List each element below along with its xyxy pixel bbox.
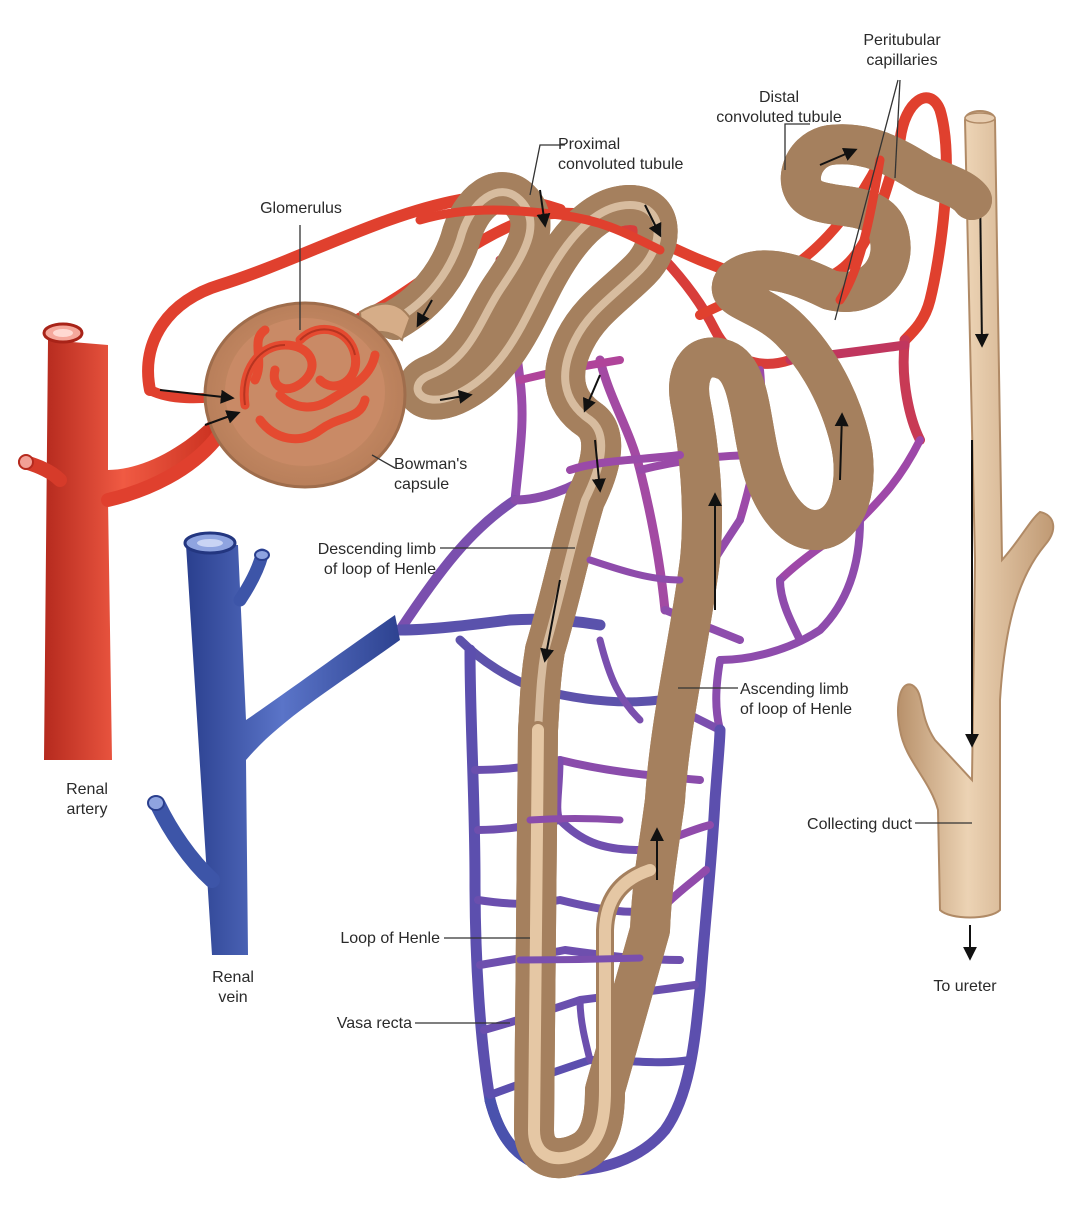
- label-line: Descending limb: [317, 541, 436, 558]
- label-loop-of-henle: Loop of Henle: [300, 929, 440, 949]
- label-line: convoluted tubule: [558, 156, 684, 173]
- label-glomerulus: Glomerulus: [236, 199, 366, 219]
- label-vasa-recta: Vasa recta: [300, 1014, 412, 1034]
- label-distal-convoluted-tubule: Distal convoluted tubule: [694, 88, 864, 128]
- label-renal-vein: Renal vein: [186, 968, 280, 1008]
- label-line: capsule: [394, 476, 450, 493]
- label-line: Loop of Henle: [340, 930, 440, 947]
- label-proximal-convoluted-tubule: Proximal convoluted tubule: [558, 135, 728, 175]
- label-line: of loop of Henle: [740, 701, 853, 718]
- label-line: Bowman's: [394, 456, 468, 473]
- label-renal-artery: Renal artery: [40, 780, 134, 820]
- label-line: of loop of Henle: [323, 561, 436, 578]
- label-line: Renal: [212, 969, 254, 986]
- label-line: Vasa recta: [336, 1015, 412, 1032]
- label-collecting-duct: Collecting duct: [760, 815, 912, 835]
- label-line: Proximal: [558, 136, 621, 153]
- renal-vein: [147, 531, 400, 955]
- label-line: capillaries: [866, 52, 938, 69]
- label-line: Glomerulus: [260, 200, 342, 217]
- label-bowmans-capsule: Bowman's capsule: [394, 455, 494, 495]
- label-line: To ureter: [933, 978, 997, 995]
- flow-arrows: [416, 147, 858, 880]
- label-line: Ascending limb: [740, 681, 849, 698]
- label-descending-limb: Descending limb of loop of Henle: [270, 540, 436, 580]
- label-to-ureter: To ureter: [910, 977, 1020, 997]
- label-ascending-limb: Ascending limb of loop of Henle: [740, 680, 910, 720]
- label-line: artery: [66, 801, 108, 818]
- label-line: Renal: [66, 781, 108, 798]
- label-line: convoluted tubule: [716, 109, 842, 126]
- label-line: Peritubular: [863, 32, 941, 49]
- label-peritubular-capillaries: Peritubular capillaries: [836, 31, 968, 71]
- glomerulus-and-capsule: [159, 301, 412, 489]
- label-line: Collecting duct: [807, 816, 912, 833]
- label-line: vein: [218, 989, 248, 1006]
- capillaries-overlay: [415, 155, 885, 964]
- label-line: Distal: [758, 89, 799, 106]
- collecting-duct: [897, 110, 1055, 961]
- leader-lines: [299, 79, 972, 1024]
